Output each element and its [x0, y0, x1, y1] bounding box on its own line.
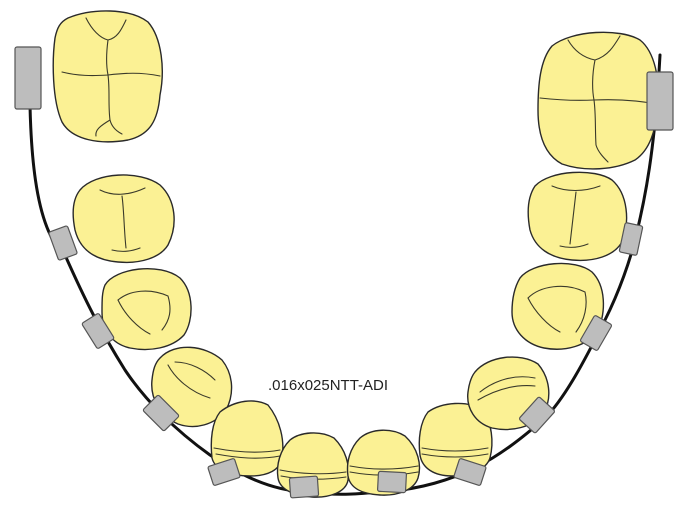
archwire-label: .016x025NTT-ADI: [268, 377, 388, 394]
molar-tube-left: [15, 47, 41, 109]
molar-tube-right: [647, 72, 673, 130]
bracket-premolar-left-1: [48, 225, 77, 260]
tooth-molar-right: [538, 32, 658, 169]
bracket-incisor-right-central: [377, 471, 406, 492]
tooth-premolar-left-1: [73, 175, 174, 262]
bracket-incisor-left-lateral: [208, 458, 241, 486]
bracket-incisor-left-central: [289, 476, 318, 498]
tooth-premolar-left-2: [102, 269, 191, 350]
tooth-premolar-right-1: [528, 172, 626, 260]
tooth-molar-left: [53, 11, 162, 142]
